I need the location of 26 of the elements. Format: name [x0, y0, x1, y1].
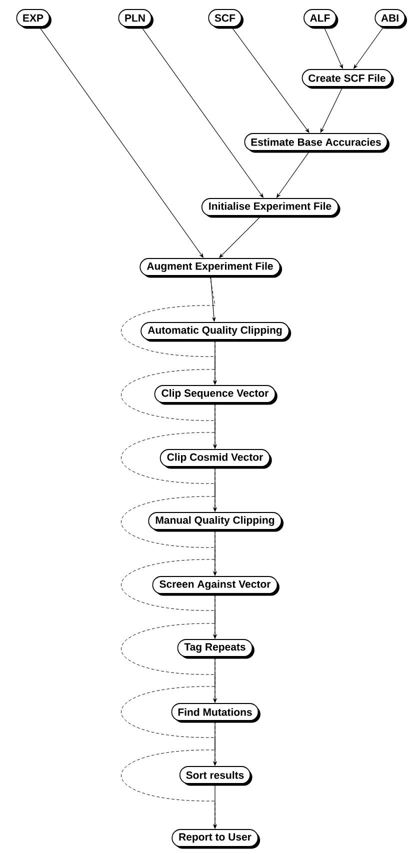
process-box: Manual Quality Clipping [148, 512, 284, 532]
process-box: Sort results [179, 766, 252, 786]
process-box: Estimate Base Accuracies [244, 133, 390, 153]
process-box: Clip Sequence Vector [154, 385, 278, 405]
process-box: Augment Experiment File [140, 258, 282, 278]
process-box: Find Mutations [171, 703, 260, 723]
process-box: ALF [304, 9, 338, 29]
arrow [121, 594, 217, 703]
process-box: Clip Cosmid Vector [160, 449, 272, 469]
arrow [121, 340, 217, 449]
arrow [121, 656, 217, 766]
process-box: ABI [374, 9, 408, 29]
process-box: PLN [118, 9, 154, 29]
arrow [121, 466, 217, 576]
process-box: Report to User [172, 829, 260, 849]
process-box: Automatic Quality Clipping [140, 322, 292, 342]
process-box: EXP [16, 9, 52, 29]
process-box: Initialise Experiment File [201, 198, 340, 218]
arrow [121, 402, 217, 512]
arrow [121, 276, 217, 385]
arrow [121, 530, 217, 639]
process-box: Create SCF File [302, 69, 394, 89]
process-box: Screen Against Vector [152, 576, 280, 596]
arrow [121, 720, 217, 829]
process-box: Tag Repeats [177, 639, 254, 659]
process-box: SCF [208, 9, 244, 29]
